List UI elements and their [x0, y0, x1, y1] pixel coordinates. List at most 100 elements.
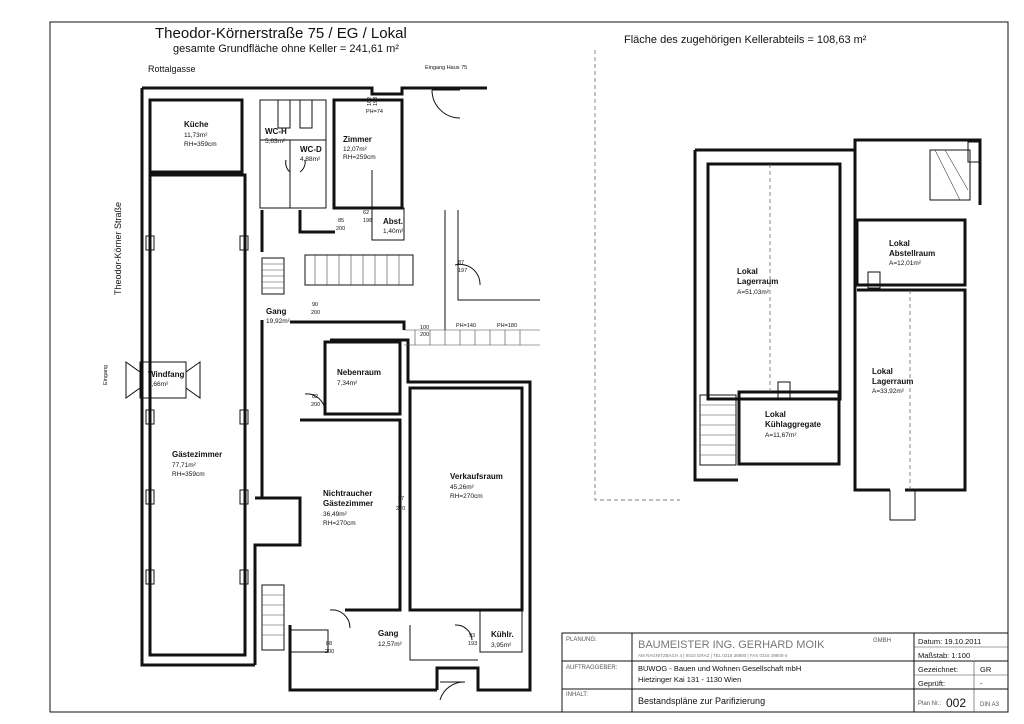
dim-tag: 87: [458, 260, 464, 266]
plan-subtitle: gesamte Grundfläche ohne Keller = 241,61…: [173, 43, 399, 55]
room-name: Gang: [378, 629, 399, 638]
dim-tag: 200: [311, 310, 320, 316]
room-name-line2: Abstellraum: [889, 249, 935, 258]
dim-tag: 37: [398, 496, 404, 502]
room-area: 36,49m²: [323, 511, 348, 518]
room-area: 5,63m²: [265, 138, 286, 145]
room-area: 4,88m²: [300, 156, 321, 163]
room-area: 2,66m²: [148, 381, 169, 388]
room-name: Küche: [184, 120, 209, 129]
room-name: Windfang: [148, 370, 184, 379]
paper-format: DIN A3: [980, 702, 1000, 708]
room-height: RH=359cm: [172, 471, 205, 478]
room-name-line2: Kühlaggregate: [765, 420, 822, 429]
inhalt-label: INHALT:: [566, 692, 588, 698]
gezeichnet-value: GR: [980, 665, 992, 674]
ground-floor-labels: Küche 11,73m² RH=359cm WC-H 5,63m² WC-D …: [148, 120, 514, 649]
windfang-entrance-label: Eingang: [103, 365, 109, 385]
dimension-tags: 102 198 PH=74 PH=140 PH=180 62 198 85 20…: [311, 97, 517, 655]
room-name: Zimmer: [343, 135, 372, 144]
room-area: 3,95m²: [491, 642, 512, 649]
room-name: Gang: [266, 307, 287, 316]
plan-title: Theodor-Körnerstraße 75 / EG / Lokal: [155, 25, 407, 42]
dim-tag: 100: [420, 325, 429, 331]
cellar-labels: Lokal Lagerraum A=51,03m² Lokal Abstellr…: [737, 239, 935, 439]
room-area: 12,57m²: [378, 641, 403, 648]
room-height: RH=359cm: [184, 141, 217, 148]
client-line-2: Hietzinger Kai 131 - 1130 Wien: [638, 675, 741, 684]
room-name: WC-H: [265, 127, 287, 136]
room-area: 12,07m²: [343, 146, 368, 153]
cellar-plan: [594, 50, 982, 521]
entrance-label: Eingang Haus 75: [425, 65, 467, 71]
room-height: RH=270cm: [450, 493, 483, 500]
room-area: 1,40m²: [383, 228, 404, 235]
dim-tag: 198: [363, 218, 372, 224]
room-name: Verkaufsraum: [450, 472, 503, 481]
room-name: Lokal: [889, 239, 910, 248]
room-area: A=11,67m²: [765, 432, 797, 439]
massstab: Maßstab: 1:100: [918, 651, 970, 660]
dim-tag: 197: [458, 268, 467, 274]
room-area: 7,34m²: [337, 380, 358, 387]
dim-tag: 200: [336, 226, 345, 232]
room-name-line2: Lagerraum: [737, 277, 778, 286]
dim-tag: 102: [367, 97, 373, 106]
dim-tag: 90: [312, 302, 318, 308]
street-rottalgasse: Rottalgasse: [148, 64, 196, 74]
dim-tag: 62: [363, 210, 369, 216]
dim-tag: 85: [338, 218, 344, 224]
dim-tag: PH=180: [497, 323, 517, 329]
cellar-area-note: Fläche des zugehörigen Kellerabteils = 1…: [624, 34, 867, 46]
room-name: Gästezimmer: [172, 450, 222, 459]
room-area: 11,73m²: [184, 132, 208, 139]
room-area: A=12,01m²: [889, 260, 922, 267]
room-area: A=51,03m²: [737, 289, 770, 296]
dim-tag: PH=140: [456, 323, 476, 329]
client-line-1: BUWOG - Bauen und Wohnen Gesellschaft mb…: [638, 664, 801, 673]
room-name: Abst.: [383, 217, 403, 226]
room-name: Nebenraum: [337, 368, 381, 377]
room-name: Lokal: [765, 410, 786, 419]
dim-tag: 270: [396, 506, 405, 512]
sheet-border: [49, 21, 1009, 713]
title-block: PLANUNG: BAUMEISTER ING. GERHARD MOIK GM…: [561, 632, 1009, 713]
dim-tag: 200: [420, 332, 429, 338]
dim-tag: 198: [373, 97, 379, 106]
auftraggeber-label: AUFTRAGGEBER:: [566, 665, 618, 671]
dim-tag: PH=74: [366, 109, 383, 115]
gezeichnet-label: Gezeichnet:: [918, 665, 958, 674]
room-area: 77,71m²: [172, 462, 197, 469]
geprueft-value: -: [980, 679, 983, 688]
room-name: WC-D: [300, 145, 322, 154]
company-name: BAUMEISTER ING. GERHARD MOIK: [638, 639, 825, 651]
room-height: RH=259cm: [343, 154, 376, 161]
room-name-line2: Lagerraum: [872, 377, 913, 386]
street-theodor-koerner: Theodor-Körner Straße: [113, 202, 123, 295]
room-name: Nichtraucher: [323, 489, 372, 498]
company-suffix: GMBH: [873, 638, 891, 644]
geprueft-label: Geprüft:: [918, 679, 945, 688]
room-area: 45,26m²: [450, 484, 475, 491]
room-name-line2: Gästezimmer: [323, 499, 373, 508]
room-area: 19,92m²: [266, 318, 291, 325]
dim-tag: 93: [469, 633, 475, 639]
dim-tag: 82: [312, 394, 318, 400]
room-name: Kühlr.: [491, 630, 514, 639]
datum: Datum: 19.10.2011: [918, 637, 981, 646]
dim-tag: 200: [325, 649, 334, 655]
room-area: A=33,92m²: [872, 388, 905, 395]
dim-tag: 88: [326, 641, 332, 647]
room-name: Lokal: [872, 367, 893, 376]
room-height: RH=270cm: [323, 520, 356, 527]
planung-label: PLANUNG:: [566, 637, 597, 643]
room-name: Lokal: [737, 267, 758, 276]
dim-tag: 193: [468, 641, 477, 647]
plan-nr-label: Plan Nr.:: [918, 701, 941, 707]
dim-tag: 200: [311, 402, 320, 408]
ground-floor-plan: [125, 86, 540, 701]
company-address: AM RAGNITZBACH 4 | 8010 GRAZ | TEL 0316 …: [638, 653, 788, 658]
inhalt-text: Bestandspläne zur Parifizierung: [638, 696, 765, 706]
plan-nr: 002: [946, 696, 966, 710]
